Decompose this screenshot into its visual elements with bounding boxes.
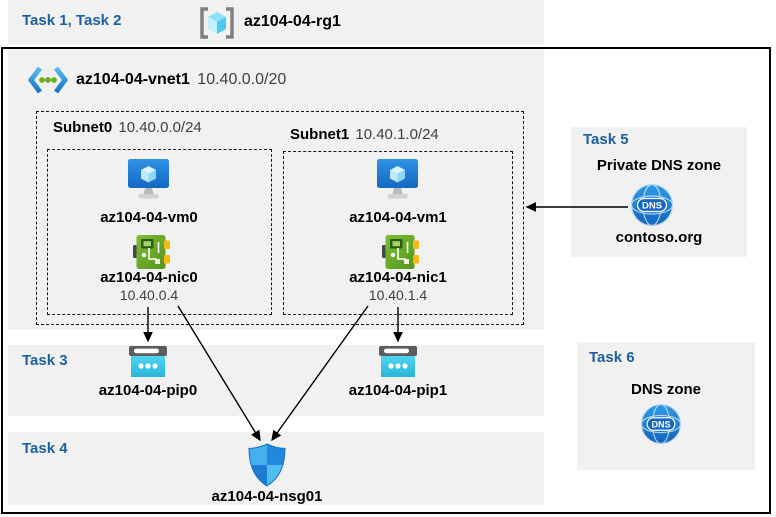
dns-globe-icon: DNS [630,183,674,227]
subnet1-cidr: 10.40.1.0/24 [355,126,439,143]
task5-label: Task 5 [583,131,629,148]
virtual-network-icon [27,64,69,96]
task3-band [8,345,544,416]
virtual-machine-icon [375,158,420,201]
vnet-box [8,48,544,330]
resource-group-name: az104-04-rg1 [244,13,341,30]
dns-globe-icon: DNS [640,403,682,445]
subnet0-cidr: 10.40.0.0/24 [118,119,202,136]
network-interface-icon [382,234,420,270]
nic1-ip: 10.40.1.4 [368,287,428,303]
subnet0-label: Subnet0 10.40.0.0/24 [53,119,202,136]
subnet0-name: Subnet0 [53,119,113,136]
private-dns-zone-name: contoso.org [615,229,703,246]
subnet0-box [47,149,272,315]
vnet-title: az104-04-vnet1 10.40.0.0/20 [76,71,286,89]
pip0-label: az104-04-pip0 [98,382,198,399]
dns-icon-text: DNS [651,419,670,429]
private-dns-zone-title: Private DNS zone [596,157,722,174]
public-ip-icon [129,346,167,379]
task12-label: Task 1, Task 2 [22,12,122,29]
task3-label: Task 3 [22,352,68,369]
nic1-label: az104-04-nic1 [349,269,447,286]
nic0-label: az104-04-nic0 [100,269,198,286]
nsg-label: az104-04-nsg01 [211,488,323,505]
network-interface-icon [133,234,171,270]
nic0-ip: 10.40.0.4 [119,287,179,303]
virtual-machine-icon [126,158,171,201]
dns-zone-title: DNS zone [630,381,701,398]
task4-label: Task 4 [22,440,68,457]
task6-label: Task 6 [589,349,635,366]
vm1-label: az104-04-vm1 [349,209,447,226]
dns-icon-text: DNS [642,201,662,212]
vm0-label: az104-04-vm0 [100,209,198,226]
subnet1-label: Subnet1 10.40.1.0/24 [290,126,439,143]
vnet-cidr: 10.40.0.0/20 [197,71,287,88]
public-ip-icon [379,346,417,379]
task12-band [8,0,544,45]
nsg-shield-icon [247,443,287,487]
pip1-label: az104-04-pip1 [348,382,448,399]
subnet1-name: Subnet1 [290,126,350,143]
vnet-name: az104-04-vnet1 [76,71,190,88]
resource-group-icon [198,5,236,41]
